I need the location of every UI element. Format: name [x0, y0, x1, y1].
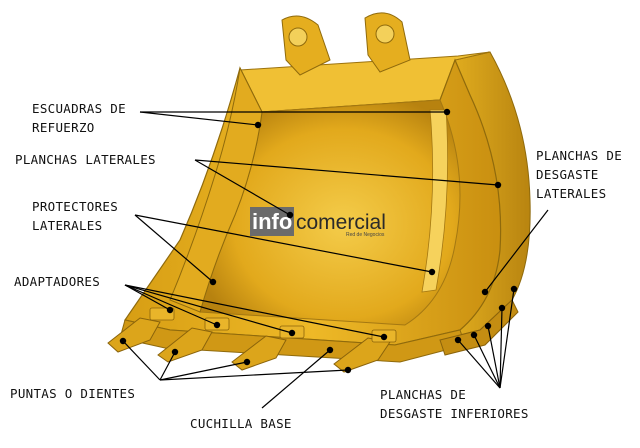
dot	[166, 306, 174, 314]
dot	[286, 211, 294, 219]
leader-puntas-c	[159, 361, 248, 381]
watermark-tagline: Red de Negocios	[346, 232, 385, 238]
watermark-brand-b: comercial	[296, 211, 386, 234]
leader-protectores-b	[134, 214, 433, 273]
dot	[326, 346, 334, 354]
leader-lines	[122, 111, 549, 409]
label-escuadras-line2: REFUERZO	[32, 120, 95, 135]
leader-dots	[119, 108, 518, 374]
dot	[510, 285, 518, 293]
leader-cuchilla	[261, 349, 331, 409]
dot	[119, 337, 127, 345]
leader-escuadras-a	[139, 111, 259, 126]
leader-puntas-a	[122, 340, 161, 381]
dot	[443, 108, 451, 116]
teeth-group	[107, 317, 391, 373]
dot	[484, 322, 492, 330]
dot	[470, 331, 478, 339]
dot	[481, 288, 489, 296]
leader-adaptadores-d	[124, 284, 385, 338]
leader-planchas-lat-a	[194, 159, 291, 216]
label-cuchilla: CUCHILLA BASE	[190, 416, 292, 431]
label-desgaste-inf-line2: DESGASTE INFERIORES	[380, 406, 529, 421]
dot	[209, 278, 217, 286]
bracket-pin-right	[375, 24, 395, 44]
dot	[428, 268, 436, 276]
leader-desgaste-inf-c	[487, 325, 501, 389]
leader-desgaste-inf-b	[473, 334, 501, 389]
bracket-pin-left	[288, 27, 308, 47]
label-adaptadores: ADAPTADORES	[14, 274, 100, 289]
label-protectores-line1: PROTECTORES	[32, 199, 118, 214]
label-desgaste-lat-line2: DESGASTE	[536, 167, 599, 182]
dot	[380, 333, 388, 341]
left-side-plate	[169, 66, 263, 313]
label-escuadras-line1: ESCUADRAS DE	[32, 101, 126, 116]
leader-puntas-b	[159, 351, 176, 381]
label-puntas: PUNTAS O DIENTES	[10, 386, 135, 401]
tooth	[107, 317, 161, 353]
dot	[243, 358, 251, 366]
watermark-box	[250, 207, 294, 236]
labels: ESCUADRAS DE REFUERZO PLANCHAS LATERALES…	[10, 101, 622, 431]
leader-desgaste-lat	[484, 209, 549, 293]
label-planchas-laterales: PLANCHAS LATERALES	[15, 152, 156, 167]
dot	[254, 121, 262, 129]
leader-planchas-lat-b	[194, 159, 499, 186]
dot	[213, 321, 221, 329]
label-protectores-line2: LATERALES	[32, 218, 102, 233]
leader-protectores-a	[134, 214, 214, 283]
leader-adaptadores-b	[124, 284, 218, 326]
leader-desgaste-inf-e	[499, 288, 515, 389]
dot	[288, 329, 296, 337]
watermark: info comercial Red de Negocios	[250, 207, 386, 238]
label-desgaste-inf-line1: PLANCHAS DE	[380, 387, 466, 402]
watermark-brand-a: info	[252, 209, 292, 234]
dot	[344, 366, 352, 374]
leader-desgaste-inf-d	[499, 307, 503, 389]
label-desgaste-lat-line3: LATERALES	[536, 186, 606, 201]
dot	[171, 348, 179, 356]
leader-desgaste-inf-a	[457, 339, 501, 389]
bucket-illustration	[107, 12, 531, 373]
dot	[494, 181, 502, 189]
side-protector-strip	[421, 109, 449, 293]
dot	[454, 336, 462, 344]
leader-adaptadores-a	[124, 284, 171, 311]
label-desgaste-lat-line1: PLANCHAS DE	[536, 148, 622, 163]
dot	[498, 304, 506, 312]
tooth	[157, 327, 213, 363]
leader-puntas-d	[159, 369, 349, 381]
leader-adaptadores-c	[124, 284, 293, 334]
